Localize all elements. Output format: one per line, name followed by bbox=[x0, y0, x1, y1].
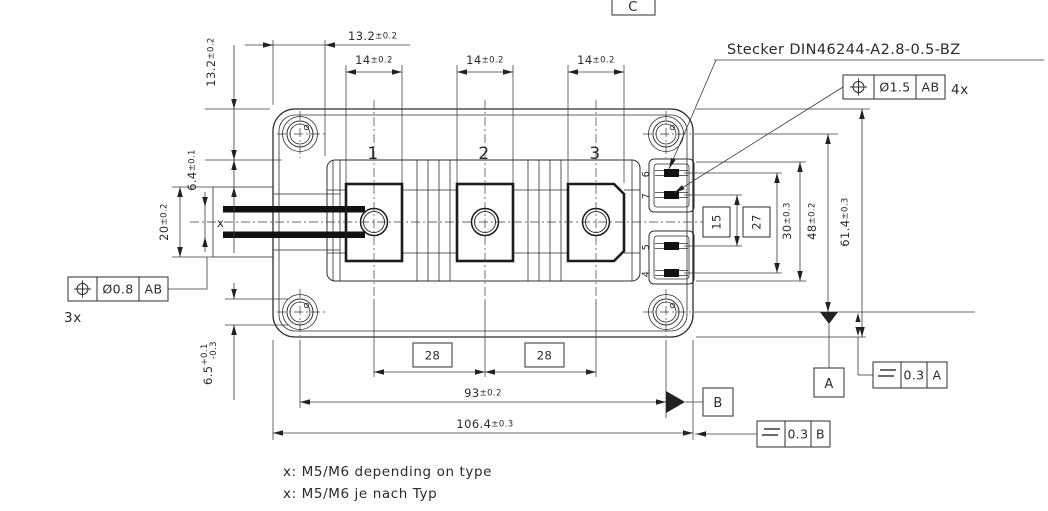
dim-15: 15 bbox=[710, 214, 724, 229]
parallelism-symbol-icon bbox=[762, 428, 780, 436]
pin-4-contact bbox=[664, 269, 679, 277]
terminal-numbers: 1 2 3 bbox=[367, 144, 600, 164]
parallelism-symbol-icon bbox=[878, 369, 896, 377]
note-english: x: M5/M6 depending on type bbox=[283, 464, 492, 480]
position-value: Ø1.5 bbox=[879, 80, 910, 95]
terminal-1-label: 1 bbox=[367, 144, 378, 164]
pin-numbers: 6 7 5 4 bbox=[641, 171, 652, 277]
terminal-3-pad bbox=[566, 182, 626, 263]
dim-28-1: 28 bbox=[425, 349, 440, 363]
pin-5-contact bbox=[664, 242, 679, 250]
datum-c-label: C bbox=[628, 0, 637, 15]
extension-lines bbox=[172, 40, 975, 440]
dim-13-2-left: 13.2±0.2 bbox=[204, 37, 218, 86]
dimension-texts: 13.2±0.2 14±0.2 14±0.2 14±0.2 93±0.2 106… bbox=[217, 29, 615, 431]
parallelism-datum: A bbox=[933, 368, 942, 383]
datum-b-label: B bbox=[713, 396, 722, 411]
position-frame-terminal: Ø0.8 AB 3x bbox=[64, 276, 169, 326]
dim-30: 30±0.3 bbox=[780, 202, 794, 240]
parallelism-frame-b: 0.3 B bbox=[756, 420, 831, 448]
aux-connectors bbox=[648, 158, 695, 285]
dim-48: 48±0.2 bbox=[805, 202, 819, 240]
dim-6-4: 6.4±0.1 bbox=[185, 149, 199, 191]
parallelism-value: 0.3 bbox=[787, 427, 808, 442]
dim-28-2: 28 bbox=[537, 349, 552, 363]
leader-lines bbox=[168, 59, 1044, 435]
datum-c-box bbox=[611, 0, 656, 16]
pin-6-label: 6 bbox=[641, 171, 652, 177]
dim-6-5: 6.5+0.1-0.3 bbox=[200, 341, 219, 385]
dimension-lines bbox=[179, 44, 863, 434]
dimension-arrowheads bbox=[177, 42, 865, 437]
pin-5-label: 5 bbox=[641, 244, 652, 250]
position-value: Ø0.8 bbox=[102, 282, 133, 297]
datum-a-label: A bbox=[824, 377, 833, 392]
inner-housing bbox=[326, 159, 641, 282]
position-frame-connector: Ø1.5 AB 4x bbox=[842, 74, 969, 100]
terminal-2-label: 2 bbox=[478, 144, 489, 164]
dim-13-2-top: 13.2±0.2 bbox=[348, 29, 397, 43]
dim-106-4: 106.4±0.3 bbox=[456, 417, 513, 431]
busbar-bottom bbox=[223, 231, 365, 238]
dim-93: 93±0.2 bbox=[464, 386, 502, 400]
qty-4x-label: 4x bbox=[951, 82, 969, 98]
dimension-texts-rotated: 13.2±0.2 6.4±0.1 20±0.2 6.5+0.1-0.3 30±0… bbox=[157, 37, 852, 385]
position-symbol-icon bbox=[850, 78, 867, 96]
pin-7-contact bbox=[664, 191, 679, 199]
housing-ribs bbox=[327, 160, 640, 281]
position-datums: AB bbox=[922, 80, 940, 95]
datum-a-box bbox=[813, 367, 845, 398]
dim-20: 20±0.2 bbox=[157, 203, 171, 241]
busbar-top bbox=[223, 206, 365, 213]
terminal-3-label: 3 bbox=[589, 144, 600, 164]
position-symbol-icon bbox=[74, 280, 91, 298]
center-lines bbox=[190, 100, 712, 336]
position-datums: AB bbox=[145, 282, 163, 297]
dim-14-2: 14±0.2 bbox=[466, 53, 504, 67]
dim-14-1: 14±0.2 bbox=[355, 53, 393, 67]
datum-b-triangle-icon bbox=[666, 391, 685, 413]
datum-a-triangle-icon bbox=[820, 312, 838, 324]
dim-61-4: 61.4±0.3 bbox=[838, 197, 852, 246]
text-annotations: Stecker DIN46244-A2.8-0.5-BZ x: M5/M6 de… bbox=[283, 42, 961, 502]
basic-dimension-boxes: 28 28 15 27 bbox=[412, 206, 771, 368]
datum-b-box bbox=[702, 387, 734, 417]
parallelism-datum: B bbox=[816, 427, 825, 442]
dim-14-3: 14±0.2 bbox=[577, 53, 615, 67]
dim-27: 27 bbox=[750, 214, 764, 229]
parallelism-frame-a: 0.3 A bbox=[872, 361, 948, 389]
pin-7-label: 7 bbox=[641, 193, 652, 199]
pin-4-label: 4 bbox=[641, 271, 652, 277]
pin-6-contact bbox=[664, 169, 679, 177]
parallelism-value: 0.3 bbox=[903, 368, 924, 383]
tolerance-frames: Ø1.5 AB 4x Ø0.8 AB 3x 0.3 A bbox=[64, 74, 969, 448]
qty-3x-label: 3x bbox=[64, 310, 82, 326]
note-german: x: M5/M6 je nach Typ bbox=[283, 486, 437, 502]
datum-symbols: B A C bbox=[611, 0, 845, 417]
connector-note: Stecker DIN46244-A2.8-0.5-BZ bbox=[727, 42, 961, 58]
dim-x: x bbox=[217, 216, 224, 230]
